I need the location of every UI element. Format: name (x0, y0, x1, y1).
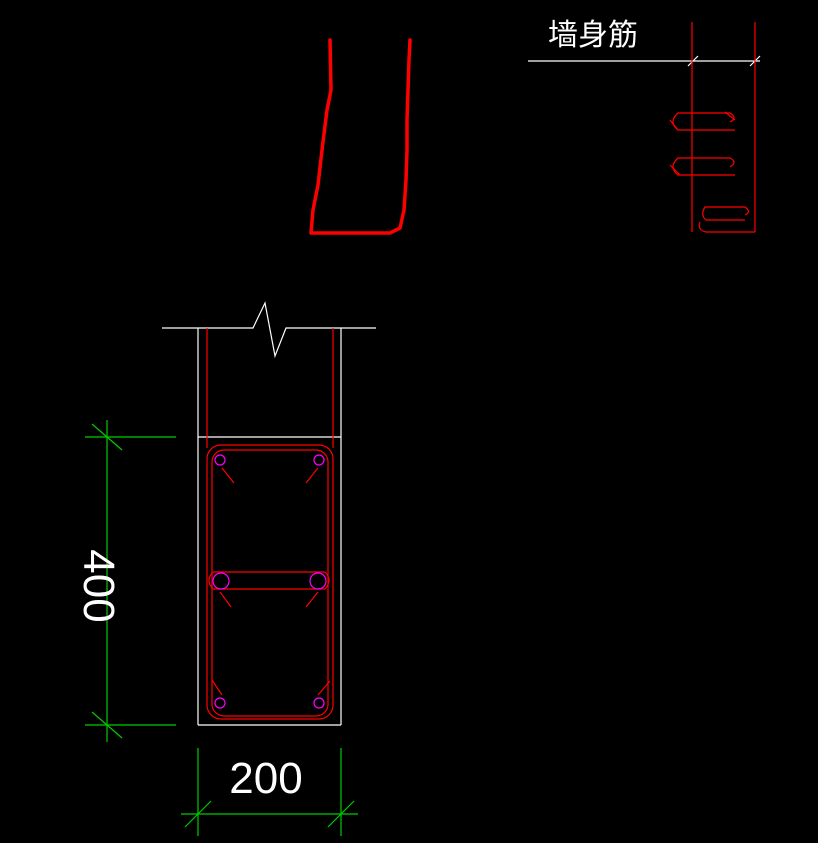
column-outline (162, 301, 376, 726)
leader-tick-1 (687, 55, 699, 67)
wall-rebar-detail (669, 22, 756, 233)
wall-rebar-label: 墙身筋 (548, 18, 638, 53)
rebar-bar-sections (212, 454, 327, 709)
break-line (162, 301, 376, 359)
height-dimension (85, 420, 176, 742)
bar-section-bottom-right (313, 697, 325, 709)
bar-section-top-left (214, 454, 226, 466)
width-dimension (181, 748, 358, 836)
bar-section-bottom-left (214, 697, 226, 709)
bar-section-top-right (313, 454, 325, 466)
width-dimension-value: 200 (229, 754, 302, 803)
column-vertical-rebar (206, 328, 334, 448)
bar-section-mid-right (309, 572, 327, 590)
height-dimension-value: 400 (74, 549, 123, 622)
column-stirrups (206, 444, 334, 720)
bar-section-mid-left (212, 572, 230, 590)
freehand-red-sketch (309, 38, 412, 235)
